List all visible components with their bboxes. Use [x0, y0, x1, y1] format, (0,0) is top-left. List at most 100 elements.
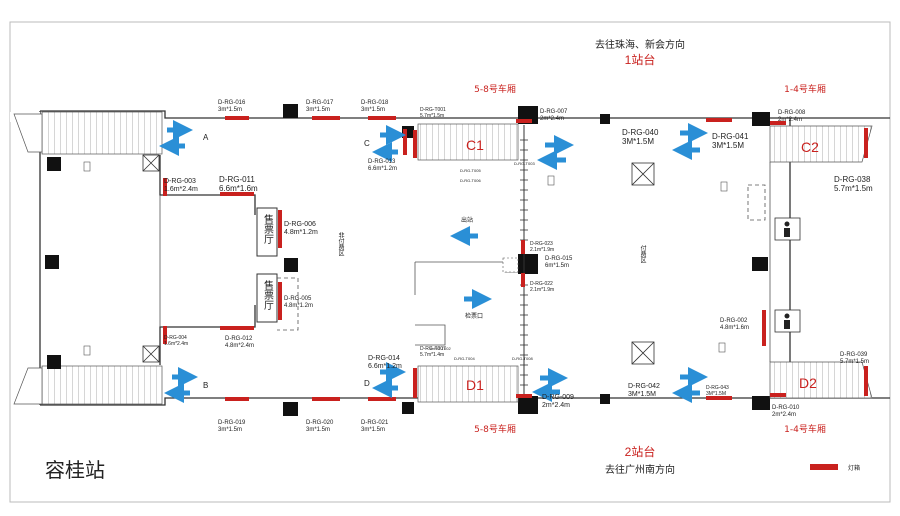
fare-gate-line [414, 125, 528, 394]
ad-size-label: 3m*1.5m [306, 427, 330, 433]
ad-id-label: D-RG-041 [712, 132, 749, 141]
ad-labels: D-RG-0163m*1.5mD-RG-0173m*1.5mD-RG-0183m… [164, 100, 873, 433]
ad-size-label: 6.6m*1.6m [219, 184, 258, 193]
gate-letter-c: C [364, 139, 370, 148]
ad-size-label: 6m*1.5m [545, 263, 569, 269]
ad-id-label: D-RG-015 [545, 256, 573, 262]
ad-id-label: D-RG-010 [772, 405, 800, 411]
platform2-label: 2站台 [625, 444, 656, 459]
ad-id-label: D-RG-011 [219, 175, 255, 184]
ad-id-label: D-RG-018 [361, 100, 389, 106]
ad-id-label: D-RG-008 [778, 110, 806, 116]
ad-size-label: 4.8m*1.2m [284, 303, 313, 309]
car-label-bottom-mid: 5-8号车厢 [474, 423, 516, 435]
ad-id-label: D-RG-040 [622, 128, 659, 137]
ad-id-t002: D-RG-T002 [430, 346, 451, 351]
zone-d1: D1 [466, 377, 484, 393]
ad-id-label: D-RG-019 [218, 420, 246, 426]
ad-id-label: D-RG-017 [306, 100, 334, 106]
ad-id-label: D-RG-009 [542, 394, 574, 401]
ad-size-label: 4.8m*1.6m [720, 325, 749, 331]
ad-size-label: 5.7m*1.5m [834, 184, 873, 193]
zone-d2: D2 [799, 375, 817, 391]
legend-label: 灯箱 [848, 464, 860, 472]
ticket-hall-label-lower: 售票厅 [262, 279, 274, 310]
ad-id-label: D-RG-002 [720, 318, 748, 324]
car-label-top-mid: 5-8号车厢 [474, 83, 516, 95]
ad-id-label: D-RG-042 [628, 383, 660, 390]
ad-size-label: 3m*1.5m [361, 427, 385, 433]
stair-d2 [769, 361, 873, 399]
restroom-icon [784, 221, 790, 329]
ad-id-label: D-RG-T001 [420, 107, 446, 113]
exit-label: 出站 [461, 216, 473, 224]
elevator-icon [142, 154, 655, 365]
ad-size-label: 2m*2.4m [778, 117, 802, 123]
nonpaid-area-label: 非付费区 [337, 231, 344, 256]
arrow-icon [159, 120, 708, 403]
ad-id-label: D-RG-012 [225, 336, 253, 342]
ad-id-label: D-RG-T007 [420, 346, 446, 352]
ad-size-label: 2.1m*1.9m [530, 247, 554, 253]
platform1-direction: 去往珠海、新会方向 [595, 38, 685, 51]
ad-id-label: D-RG-021 [361, 420, 389, 426]
gate-letter-d: D [364, 379, 370, 388]
ad-size-label: 2.1m*1.9m [530, 287, 554, 293]
zone-c1: C1 [466, 137, 484, 153]
platform1-label: 1站台 [625, 52, 656, 67]
stair-c2 [769, 125, 873, 163]
check-gate-label: 检票口 [465, 312, 483, 320]
ad-id-label: D-RG-039 [840, 352, 868, 358]
car-label-top-right: 1-4号车厢 [784, 83, 826, 95]
platform2-direction: 去往广州南方向 [605, 463, 675, 476]
stair-edge-top [13, 113, 43, 153]
stair-c1 [417, 123, 519, 161]
ad-size-label: 3M*1.5M [628, 391, 656, 398]
ad-size-label: 2m*2.4m [540, 116, 564, 122]
ad-id-t004: D-RG-T004 [454, 356, 475, 361]
gate-letter-a: A [203, 133, 209, 142]
ad-size-label: 6.6m*1.2m [368, 363, 402, 370]
ad-size-label: 2m*2.4m [542, 402, 570, 409]
ad-size-label: 3m*1.5m [218, 107, 242, 113]
gate-letter-b: B [203, 381, 208, 390]
car-label-bottom-right: 1-4号车厢 [784, 423, 826, 435]
ad-id-label: D-RG-004 [164, 335, 187, 341]
ad-id-t003: D-RG-T003 [514, 161, 535, 166]
ad-id-label: D-RG-005 [284, 296, 312, 302]
ad-size-label: 3m*1.5m [218, 427, 242, 433]
outer-frame [9, 21, 891, 503]
ad-size-label: 4.8m*1.2m [284, 229, 318, 236]
ad-size-label: 3m*1.5m [361, 107, 385, 113]
ad-size-label: 5.7m*1.4m [420, 352, 444, 358]
paid-area-label: 付费区 [639, 244, 646, 263]
ad-size-label: 4.8m*2.4m [225, 343, 254, 349]
ad-size-label: 5.7m*1.5m [420, 113, 444, 119]
extinguisher-icon [83, 161, 728, 356]
station-name: 容桂站 [45, 459, 105, 482]
stair-bottom-left [41, 365, 163, 405]
ad-id-label: D-RG-016 [218, 100, 246, 106]
ad-size-label: 3M*1.5M [706, 391, 726, 397]
ad-id-label: D-RG-003 [164, 178, 196, 185]
ad-id-label: D-RG-006 [284, 221, 316, 228]
ad-size-label: 3M*1.5M [622, 137, 654, 146]
ad-id-label: D-RG-043 [706, 385, 729, 391]
pillars [45, 104, 770, 416]
ad-id-label: D-RG-007 [540, 109, 568, 115]
ad-size-label: 2m*2.4m [772, 412, 796, 418]
ticket-hall-label-upper: 售票厅 [262, 213, 274, 244]
ad-size-label: 3M*1.5M [712, 141, 744, 150]
ad-id-t008: D-RG-T008 [512, 356, 533, 361]
ad-size-label: 1.6m*2.4m [164, 186, 198, 193]
ad-size-label: 3m*1.5m [306, 107, 330, 113]
ad-id-label: D-RG-023 [530, 241, 553, 247]
stair-d1 [417, 365, 519, 403]
ad-size-label: 6.6m*1.2m [368, 166, 397, 172]
stair-edge-bottom [13, 367, 43, 405]
ad-id-label: D-RG-022 [530, 281, 553, 287]
ad-id-label: D-RG-038 [834, 175, 871, 184]
stair-top-left [41, 111, 163, 155]
ad-id-label: D-RG-014 [368, 355, 400, 362]
